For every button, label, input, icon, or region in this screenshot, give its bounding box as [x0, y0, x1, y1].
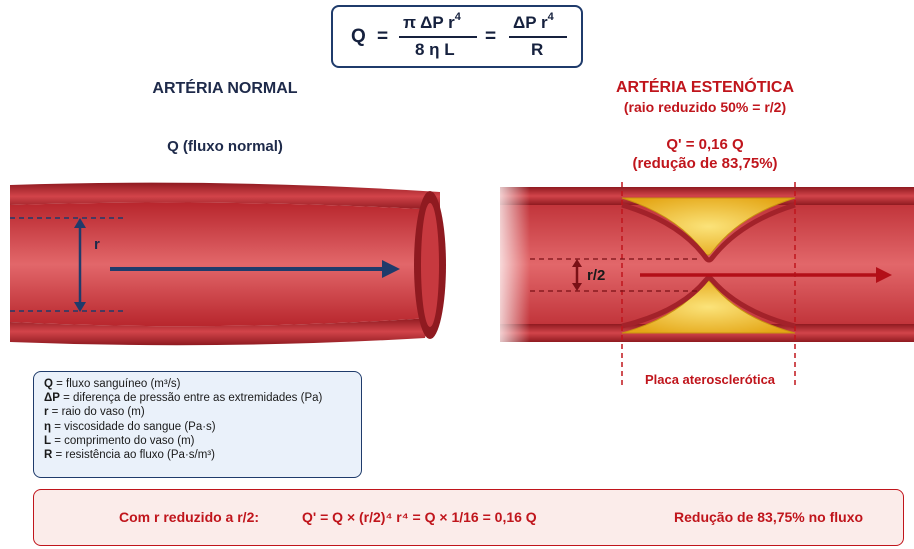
legend-symbol: Q [44, 377, 53, 391]
legend-row-l: L = comprimento do vaso (m) [44, 434, 351, 448]
summary-box: Com r reduzido a r/2: Q' = Q × (r/2)⁴ r⁴… [33, 489, 904, 546]
summary-result: Redução de 83,75% no fluxo [674, 509, 863, 525]
stenotic-artery-fade [490, 187, 530, 342]
legend-text: = raio do vaso (m) [48, 406, 144, 418]
legend-text: = fluxo sanguíneo (m³/s) [53, 378, 181, 390]
plaque-label: Placa aterosclerótica [630, 372, 790, 387]
normal-artery-opening-inner [421, 203, 439, 327]
legend-symbol: L [44, 434, 51, 448]
legend-row-delta-p: ΔP = diferença de pressão entre as extre… [44, 391, 351, 405]
legend-symbol: ΔP [44, 391, 60, 405]
legend-row-q: Q = fluxo sanguíneo (m³/s) [44, 377, 351, 391]
legend-text: = viscosidade do sangue (Pa·s) [51, 421, 216, 433]
legend-row-resistance: R = resistência ao fluxo (Pa·s/m³) [44, 448, 351, 462]
summary-condition: Com r reduzido a r/2: [119, 509, 259, 525]
legend-row-eta: η = viscosidade do sangue (Pa·s) [44, 420, 351, 434]
summary-equation: Q' = Q × (r/2)⁴ r⁴ = Q × 1/16 = 0,16 Q [302, 509, 537, 525]
legend-symbol: η [44, 420, 51, 434]
legend-text: = resistência ao fluxo (Pa·s/m³) [52, 449, 215, 461]
normal-radius-label: r [94, 236, 100, 253]
stenotic-artery [490, 182, 914, 385]
legend-text: = comprimento do vaso (m) [51, 435, 194, 447]
normal-artery-lumen [10, 202, 440, 326]
stenotic-radius-label: r/2 [587, 267, 605, 284]
legend-row-r: r = raio do vaso (m) [44, 405, 351, 419]
legend-box: Q = fluxo sanguíneo (m³/s) ΔP = diferenç… [33, 371, 362, 478]
legend-text: = diferença de pressão entre as extremid… [60, 392, 322, 404]
normal-artery [10, 183, 446, 346]
